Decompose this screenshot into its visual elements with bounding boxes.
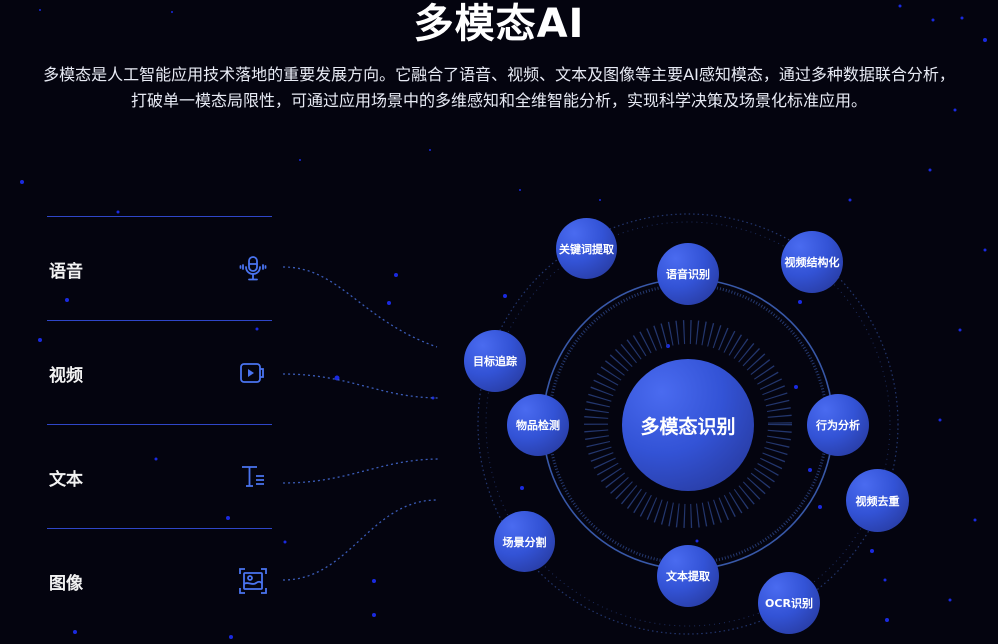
node-label: 视频去重 [855, 494, 900, 508]
node-keyword-extraction[interactable]: 关键词提取 [556, 218, 617, 279]
node-object-detection[interactable]: 物品检测 [507, 394, 569, 456]
modality-item-voice[interactable]: 语音 [47, 216, 272, 320]
node-label: 语音识别 [666, 268, 710, 281]
modality-item-video[interactable]: 视频 [47, 320, 272, 424]
modality-list: 语音 视频 文本 图像 [47, 216, 272, 632]
node-label: 物品检测 [516, 419, 560, 432]
modality-label: 视频 [49, 366, 83, 386]
video-play-icon [240, 363, 264, 383]
image-scan-icon [239, 568, 267, 594]
modality-label: 图像 [49, 574, 83, 594]
text-format-icon [242, 466, 264, 487]
node-ocr-recognition[interactable]: OCR识别 [758, 572, 820, 634]
node-behavior-analysis[interactable]: 行为分析 [807, 394, 869, 456]
page-description: 多模态是人工智能应用技术落地的重要发展方向。它融合了语音、视频、文本及图像等主要… [43, 65, 955, 110]
page-title: 多模态AI [413, 1, 585, 47]
node-target-tracking[interactable]: 目标追踪 [464, 330, 526, 392]
modality-item-image[interactable]: 图像 [47, 528, 272, 632]
node-label: 文本提取 [666, 570, 710, 583]
modality-label: 文本 [49, 470, 83, 490]
node-video-structuring[interactable]: 视频结构化 [781, 231, 843, 293]
center-label: 多模态识别 [640, 415, 736, 438]
node-label: 场景分割 [502, 535, 547, 549]
modality-item-text[interactable]: 文本 [47, 424, 272, 528]
node-label: 关键词提取 [559, 242, 614, 256]
node-label: 行为分析 [816, 419, 860, 432]
microphone-icon [239, 256, 267, 281]
node-text-extraction[interactable]: 文本提取 [657, 545, 719, 607]
node-speech-recognition[interactable]: 语音识别 [657, 243, 719, 305]
node-video-deduplication[interactable]: 视频去重 [846, 469, 909, 532]
node-label: OCR识别 [765, 597, 813, 610]
node-label: 目标追踪 [473, 355, 517, 368]
node-multimodal-recognition[interactable]: 多模态识别 [622, 359, 754, 491]
node-scene-segmentation[interactable]: 场景分割 [494, 511, 555, 572]
node-label: 视频结构化 [784, 256, 840, 269]
modality-label: 语音 [49, 262, 83, 282]
